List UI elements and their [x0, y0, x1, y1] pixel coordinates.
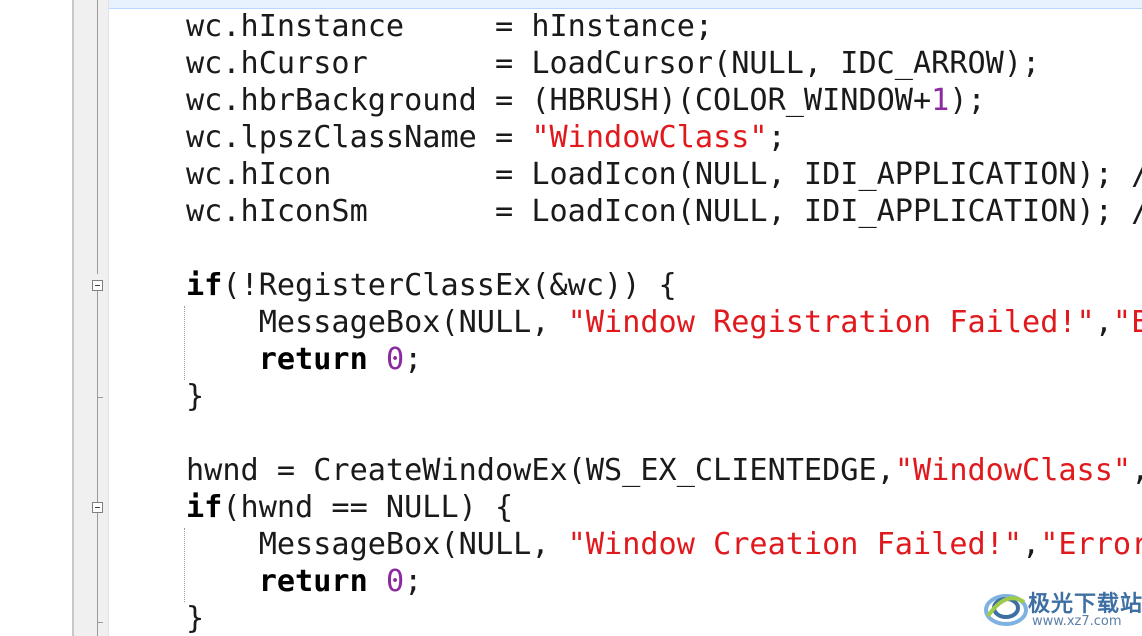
string-literal: "WindowClass" [894, 453, 1132, 488]
code-line[interactable]: wc.hbrBackground = (HBRUSH)(COLOR_WINDOW… [186, 82, 1142, 119]
fold-margin [74, 0, 109, 636]
code-line[interactable]: wc.hIcon = LoadIcon(NULL, IDI_APPLICATIO… [186, 156, 1142, 193]
code-token: hwnd = CreateWindowEx(WS_EX_CLIENTEDGE, [186, 453, 895, 488]
code-line[interactable]: wc.hInstance = hInstance; [186, 8, 1142, 45]
code-token: MessageBox(NULL, [186, 305, 568, 340]
code-line[interactable]: wc.hIconSm = LoadIcon(NULL, IDI_APPLICAT… [186, 193, 1142, 230]
code-token: (!RegisterClassEx(&wc)) { [222, 268, 677, 303]
string-literal: "WindowClass" [531, 120, 768, 155]
fold-spine [97, 623, 98, 636]
gutter-divider [72, 0, 74, 636]
code-line[interactable]: wc.lpszClassName = "WindowClass"; [186, 119, 1142, 156]
code-line[interactable]: MessageBox(NULL, "Window Creation Failed… [186, 526, 1142, 563]
watermark-url: www.xz7.com [1032, 614, 1122, 629]
code-line[interactable]: return 0; [186, 563, 1142, 600]
code-line[interactable]: if(!RegisterClassEx(&wc)) { [186, 267, 1142, 304]
code-token: , [1022, 527, 1041, 562]
fold-collapse-icon[interactable] [92, 502, 103, 513]
code-token: wc.hInstance = hInstance; [186, 9, 714, 44]
keyword: return [258, 564, 368, 599]
code-token: wc.lpszClassName = [186, 120, 532, 155]
code-token [186, 342, 259, 377]
keyword: return [258, 342, 368, 377]
indent-guide [184, 306, 185, 380]
code-token: MessageBox(NULL, [186, 527, 568, 562]
code-line[interactable]: if(hwnd == NULL) { [186, 489, 1142, 526]
number-literal: 0 [385, 342, 405, 377]
watermark-title: 极光下载站 [1028, 592, 1142, 617]
code-token [368, 342, 386, 377]
fold-collapse-icon[interactable] [92, 280, 103, 291]
number-literal: 1 [931, 83, 950, 118]
number-literal: 0 [385, 564, 405, 599]
keyword: if [186, 490, 223, 525]
code-line[interactable]: wc.hCursor = LoadCursor(NULL, IDC_ARROW)… [186, 45, 1142, 82]
code-token: ; [404, 564, 423, 599]
code-token: wc.hIcon = LoadIcon(NULL, IDI_APPLICATIO… [186, 157, 1142, 192]
code-token: , [1094, 305, 1113, 340]
code-token: wc.hCursor = LoadCursor(NULL, IDC_ARROW)… [186, 46, 1041, 81]
line-number-gutter [0, 0, 72, 636]
fold-spine [97, 0, 98, 8]
code-line[interactable]: MessageBox(NULL, "Window Registration Fa… [186, 304, 1142, 341]
fold-spine [97, 291, 98, 397]
code-token [186, 564, 259, 599]
string-literal: "Window Creation Failed!" [567, 527, 1023, 562]
code-line[interactable]: return 0; [186, 341, 1142, 378]
fold-spine [97, 8, 98, 274]
code-line[interactable] [186, 415, 1142, 452]
indent-guide [184, 528, 185, 602]
fold-spine [97, 513, 98, 623]
current-line-highlight [109, 0, 1142, 9]
fold-end-marker [97, 397, 103, 398]
code-token: , [1131, 453, 1142, 488]
code-line[interactable]: } [186, 378, 1142, 415]
code-text-area[interactable]: wc.hInstance = hInstance;wc.hCursor = Lo… [186, 8, 1142, 636]
watermark: 极光下载站 www.xz7.com [982, 580, 1142, 636]
code-token: ; [404, 342, 423, 377]
code-token: } [186, 379, 205, 414]
code-token: ; [767, 120, 786, 155]
string-literal: "Error [1040, 527, 1142, 562]
code-token: ); [949, 83, 986, 118]
code-token: wc.hbrBackground = (HBRUSH)(COLOR_WINDOW… [186, 83, 932, 118]
code-line[interactable]: hwnd = CreateWindowEx(WS_EX_CLIENTEDGE,"… [186, 452, 1142, 489]
code-token: } [186, 601, 205, 636]
code-token [368, 564, 386, 599]
fold-end-marker [97, 622, 103, 623]
code-line[interactable] [186, 230, 1142, 267]
fold-spine [97, 398, 98, 502]
code-token: (hwnd == NULL) { [222, 490, 514, 525]
code-token: wc.hIconSm = LoadIcon(NULL, IDI_APPLICAT… [186, 194, 1142, 229]
aurora-logo-icon [984, 594, 1028, 626]
code-line[interactable]: } [186, 600, 1142, 636]
string-literal: "Window Registration Failed!" [567, 305, 1095, 340]
keyword: if [186, 268, 223, 303]
string-literal: "E [1112, 305, 1142, 340]
